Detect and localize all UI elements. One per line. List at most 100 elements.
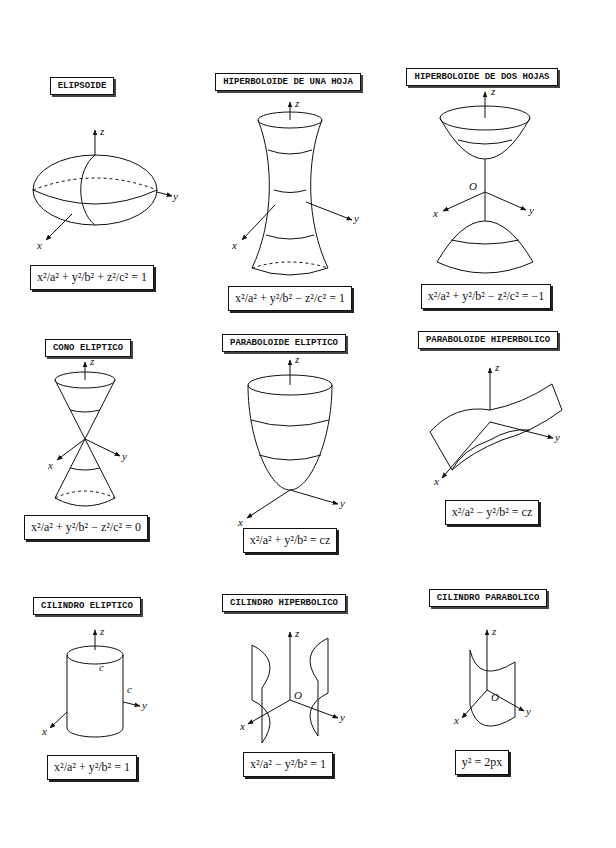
hyperbolic-paraboloid-figure [430,368,562,478]
axis-label: x [238,517,243,528]
waist [274,190,306,193]
sheet-bottom [310,693,328,736]
equation-box: x²/a² + y²/b² = cz [243,528,338,553]
section [266,235,314,239]
axis-label: x [232,240,237,251]
axis-label: z [100,126,104,137]
equation: x²/a² + y²/b² − z²/c² = 0 [31,520,141,535]
side [123,655,124,728]
z-axis [487,630,488,690]
elliptic-paraboloid-figure [247,360,338,518]
meridian [81,155,95,225]
cylinder-edge [470,650,471,705]
surface-name: CONO ELIPTICO [53,343,123,353]
sheet-top [252,645,270,688]
upper-sheet [440,118,530,159]
section [458,140,512,144]
cylinder-bottom [470,705,515,726]
axis-label: O [469,181,477,192]
y-axis [157,192,172,196]
saddle [430,384,562,470]
axis-label: O [491,692,499,703]
axis-label: x [454,715,459,726]
equation-box: x²/a² + y²/b² − z²/c² = −1 [421,284,552,309]
z-axis [485,92,486,118]
equation-box: x²/a² + y²/b² − z²/c² = 0 [24,515,148,540]
bottom-ellipse-back [252,262,328,268]
axis-label: y [354,213,359,224]
surface-name-box: PARABOLOIDE HIPERBOLICO [418,331,558,349]
axis-label: x [48,460,53,471]
z-axis [95,630,96,650]
x-axis [462,690,487,718]
hyperbolic-cylinder-figure [248,632,338,743]
z-axis [85,362,86,380]
axis-label: z [100,626,104,637]
axis-label: O [294,690,302,701]
y-axis [306,202,352,220]
axis-label: z [495,362,499,373]
axis-label: z [295,98,299,109]
x-axis [248,700,290,724]
equation: x²/a² + y²/b² = 1 [54,760,130,775]
equation: x²/a² − y²/b² = cz [452,505,533,520]
equation-box: x²/a² + y²/b² + z²/c² = 1 [30,265,154,290]
axis-label: x [434,476,439,487]
axis-label: y [526,706,531,717]
section [268,150,312,154]
generator [55,380,115,498]
y-axis [85,439,120,456]
surface-name: ELIPSOIDE [58,81,107,91]
surface-name: HIPERBOLOIDE DE DOS HOJAS [414,72,549,82]
side-left [252,120,269,268]
ellipsoid-figure [33,130,172,240]
equation: x²/a² + y²/b² − z²/c² = −1 [428,289,545,304]
parabolic-cylinder-figure [462,630,524,726]
surface-name-box: HIPERBOLOIDE DE UNA HOJA [215,73,361,91]
equation: x²/a² + y²/b² + z²/c² = 1 [37,270,147,285]
section [70,410,100,412]
sheet-edge [328,638,329,693]
surface-name: CILINDRO ELIPTICO [41,601,133,611]
ellipsoid-outline [33,155,157,225]
axis-label: y [173,191,178,202]
surface-name: PARABOLOIDE ELIPTICO [230,338,338,348]
axis-label: y [555,432,560,443]
equation-box: x²/a² − y²/b² = cz [445,500,540,525]
y-axis [290,490,338,504]
surface-name: PARABOLOIDE HIPERBOLICO [426,335,550,345]
equation: x²/a² + y²/b² − z²/c² = 1 [235,291,345,306]
sheet-bottom [252,700,270,743]
z-axis [95,130,96,155]
hyperboloid-one-sheet-figure [242,102,352,275]
axis-label: y [340,712,345,723]
top-ellipse [248,375,332,395]
z-axis [485,159,486,221]
bottom-ellipse [67,728,123,737]
section [70,468,100,470]
top-ellipse [440,106,530,130]
surface-name-box: HIPERBOLOIDE DE DOS HOJAS [406,68,557,86]
axis-label: y [142,700,147,711]
hyperboloid-two-sheets-figure [437,92,533,273]
equation-box: x²/a² + y²/b² = 1 [47,755,137,780]
x-axis [443,192,485,211]
sheet-top [310,638,328,681]
lower-sheet [437,221,533,262]
axis-label: c [99,662,104,673]
axis-label: y [122,451,127,462]
y-axis [487,690,524,711]
surface-name: CILINDRO HIPERBOLICO [230,598,338,608]
axis-label: x [433,208,438,219]
x-axis [442,422,490,478]
axis-label: z [295,354,299,365]
cylinder-top [470,650,515,671]
y-axis [485,192,526,210]
surface-name-box: CILINDRO HIPERBOLICO [222,594,346,612]
side-right [311,120,328,268]
axis-label: z [90,356,94,367]
surface-name-box: CILINDRO ELIPTICO [33,597,141,615]
x-axis [247,490,290,518]
